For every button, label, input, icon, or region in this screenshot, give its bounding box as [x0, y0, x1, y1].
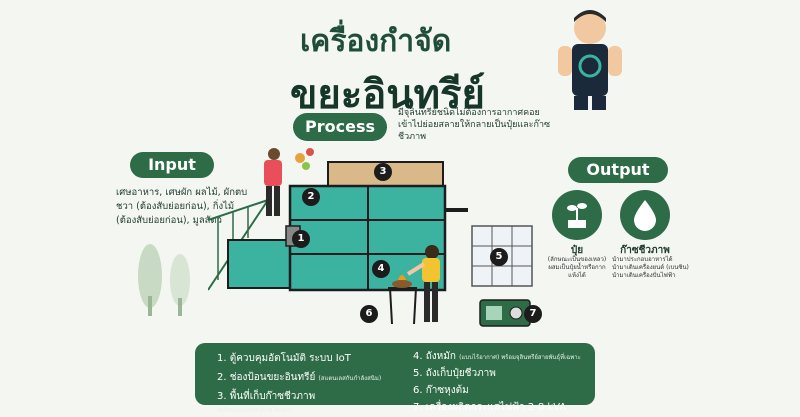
marker-6: 6: [360, 305, 378, 323]
marker-3: 3: [374, 163, 392, 181]
legend-item-text: 3. พื้นที่เก็บก๊าซชีวภาพ: [217, 391, 316, 402]
input-description: เศษอาหาร, เศษผัก ผลไม้, ผักตบชวา (ต้องสั…: [116, 187, 248, 226]
legend-item-6: 6. ก๊าซหุงต้ม: [413, 383, 593, 398]
fertilizer-name: ปุ๋ย: [570, 245, 584, 256]
legend-item-note: (แบบไร้อากาศ) พร้อมจุลินทรีย์สายพันธุ์ที…: [459, 354, 581, 361]
legend-left-column: 1. ตู้ควบคุมอัตโนมัติ ระบบ IoT 2. ช่องป้…: [217, 351, 407, 415]
biogas-use-item: นำมาประกอบอาหารได้: [612, 256, 673, 263]
mascot-illustration: [558, 10, 622, 110]
tree-illustration: [138, 244, 190, 316]
marker-1: 1: [292, 230, 310, 248]
water-drop-icon: [634, 200, 656, 231]
legend-item-text: 1. ตู้ควบคุมอัตโนมัติ ระบบ IoT: [217, 353, 351, 364]
marker-7: 7: [524, 305, 542, 323]
title-line-2: ขยะอินทรีย์: [290, 72, 485, 118]
biogas-name: ก๊าซชีวภาพ: [620, 245, 670, 256]
legend-item-note: (สแตนเลสกันกำลังสนิม): [318, 375, 382, 382]
marker-2: 2: [302, 188, 320, 206]
legend-box: 1. ตู้ควบคุมอัตโนมัติ ระบบ IoT 2. ช่องป้…: [195, 343, 595, 414]
fertilizer-icon-circle: [552, 190, 602, 240]
title-line-1: เครื่องกำจัด: [300, 24, 452, 59]
generator-illustration: [479, 299, 531, 327]
recycle-icon: [578, 54, 602, 78]
legend-item-text: 7. เครื่องผลิตกระแสไฟฟ้า 2-8 kVA: [413, 402, 567, 413]
process-label: Process: [293, 113, 387, 141]
biogas-use-item: นำมาเดินเครื่องปั่นไฟฟ้า: [612, 272, 676, 279]
marker-4: 4: [372, 260, 390, 278]
legend-item-note: (พร้อมระบบกรองก๊าซไข่เน่า): [217, 407, 292, 414]
process-description: มีจุลินทรีย์ชนิดไม่ต้องการอากาศคอยเข้าไป…: [398, 108, 551, 142]
fertilizer-note: (ลักษณะเป็นของเหลว) ผสมเป็นปุ๋ยน้ำหรือกา…: [547, 256, 607, 279]
legend-item-text: 5. ถังเก็บปุ๋ยชีวภาพ: [413, 368, 496, 379]
legend-item-text: 6. ก๊าซหุงต้ม: [413, 385, 469, 396]
marker-5: 5: [490, 248, 508, 266]
plant-icon: [567, 203, 587, 228]
legend-item-3: 3. พื้นที่เก็บก๊าซชีวภาพ (พร้อมระบบกรองก…: [217, 389, 407, 415]
biogas-uses: นำมาประกอบอาหารได้ นำมาเดินเครื่องยนต์ (…: [612, 256, 712, 280]
legend-item-4: 4. ถังหมัก (แบบไร้อากาศ) พร้อมจุลินทรีย์…: [413, 349, 593, 364]
biogas-icon-circle: [620, 190, 670, 240]
legend-item-text: 4. ถังหมัก: [413, 351, 456, 362]
legend-item-7: 7. เครื่องผลิตกระแสไฟฟ้า 2-8 kVA: [413, 400, 593, 415]
stove-person-illustration: [388, 245, 440, 325]
legend-item-2: 2. ช่องป้อนขยะอินทรีย์ (สแตนเลสกันกำลังส…: [217, 370, 407, 385]
legend-item-1: 1. ตู้ควบคุมอัตโนมัติ ระบบ IoT: [217, 351, 407, 366]
output-label: Output: [568, 157, 668, 183]
legend-item-text: 2. ช่องป้อนขยะอินทรีย์: [217, 372, 316, 383]
legend-item-5: 5. ถังเก็บปุ๋ยชีวภาพ: [413, 366, 593, 381]
legend-right-column: 4. ถังหมัก (แบบไร้อากาศ) พร้อมจุลินทรีย์…: [413, 349, 593, 415]
biogas-use-item: นำมาเดินเครื่องยนต์ (เบนซิน): [612, 264, 689, 271]
input-label: Input: [130, 152, 214, 178]
